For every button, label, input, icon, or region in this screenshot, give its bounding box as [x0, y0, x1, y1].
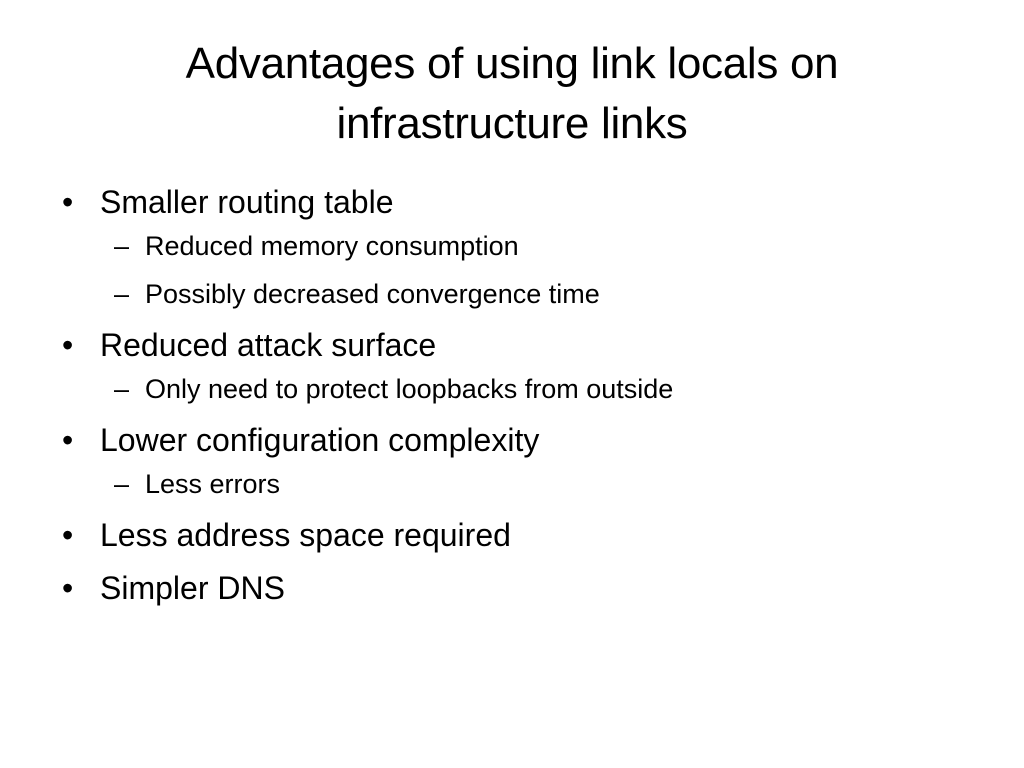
- dash-icon: –: [114, 469, 130, 499]
- bullet-dot-icon: •: [62, 422, 74, 458]
- dash-icon: –: [114, 231, 130, 261]
- sub-bullet-text: Only need to protect loopbacks from outs…: [145, 374, 674, 404]
- bullet-dot-icon: •: [62, 517, 74, 553]
- dash-icon: –: [114, 279, 130, 309]
- sub-bullet-list: – Reduced memory consumption – Possibly …: [100, 228, 962, 312]
- slide-title: Advantages of using link locals on infra…: [185, 39, 839, 148]
- sub-bullet-item: – Only need to protect loopbacks from ou…: [100, 371, 962, 407]
- sub-bullet-text: Possibly decreased convergence time: [145, 279, 600, 309]
- bullet-text: Less address space required: [100, 517, 511, 553]
- sub-bullet-item: – Less errors: [100, 466, 962, 502]
- bullet-text: Lower configuration complexity: [100, 422, 540, 458]
- bullet-dot-icon: •: [62, 570, 74, 606]
- bullet-item: • Smaller routing table – Reduced memory…: [62, 182, 962, 312]
- sub-bullet-item: – Reduced memory consumption: [100, 228, 962, 264]
- sub-bullet-text: Less errors: [145, 469, 281, 499]
- bullet-dot-icon: •: [62, 327, 74, 363]
- sub-bullet-text: Reduced memory consumption: [145, 231, 519, 261]
- dash-icon: –: [114, 374, 130, 404]
- bullet-text: Smaller routing table: [100, 184, 394, 220]
- bullet-dot-icon: •: [62, 184, 74, 220]
- sub-bullet-list: – Only need to protect loopbacks from ou…: [100, 371, 962, 407]
- sub-bullet-list: – Less errors: [100, 466, 962, 502]
- sub-bullet-item: – Possibly decreased convergence time: [100, 276, 962, 312]
- bullet-text: Reduced attack surface: [100, 327, 437, 363]
- bullet-text: Simpler DNS: [100, 570, 285, 606]
- bullet-item: • Simpler DNS: [62, 568, 962, 608]
- bullet-item: • Reduced attack surface – Only need to …: [62, 325, 962, 407]
- bullet-item: • Less address space required: [62, 515, 962, 555]
- bullet-list: • Smaller routing table – Reduced memory…: [62, 182, 962, 621]
- bullet-item: • Lower configuration complexity – Less …: [62, 420, 962, 502]
